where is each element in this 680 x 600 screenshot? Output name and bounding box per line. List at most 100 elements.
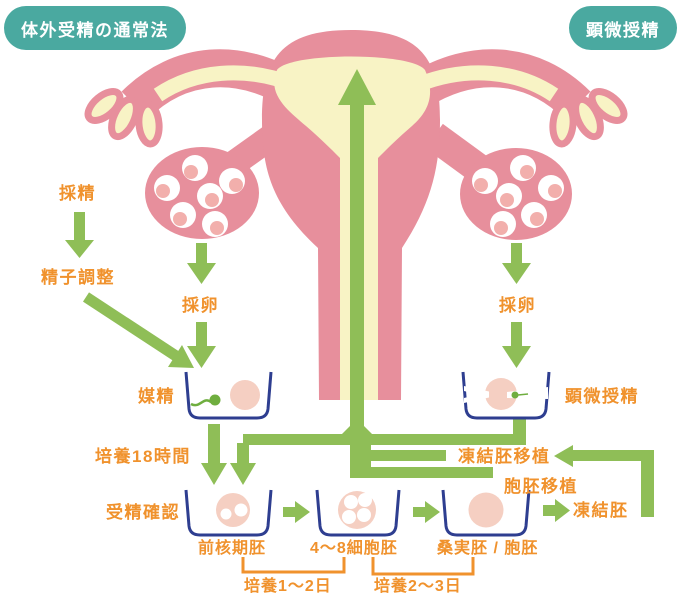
arrow-shaft xyxy=(543,505,555,516)
egg-nucleus xyxy=(205,193,219,207)
egg-nucleus xyxy=(210,221,224,235)
dish2-to-dish3-arrow xyxy=(413,501,440,523)
arrow-shaft xyxy=(641,450,654,517)
morula-embryo-icon xyxy=(468,492,504,528)
fimbria-petal xyxy=(135,100,163,148)
insemination-dish-icon xyxy=(184,371,273,420)
arrow-shaft xyxy=(208,424,220,464)
blastocyst-transfer-label: 胞胚移植 xyxy=(504,477,578,496)
pronucleus xyxy=(234,503,248,517)
egg-nucleus xyxy=(184,165,198,179)
icsi-label: 顕微授精 xyxy=(565,387,639,406)
sperm-tail xyxy=(190,399,212,407)
arrow-head-right xyxy=(295,501,310,523)
blastocyst-transfer-line xyxy=(356,467,493,478)
sperm-head xyxy=(209,394,221,406)
arrow-head-left xyxy=(554,445,573,467)
arrow-head-diagonal xyxy=(168,345,194,368)
cell-stage-embryo-icon xyxy=(338,491,376,529)
egg-cell-icon xyxy=(485,378,517,410)
egg-cell-icon xyxy=(230,380,260,410)
fertilization-check-label: 受精確認 xyxy=(106,503,180,522)
icsi-badge: 顕微授精 xyxy=(569,6,677,50)
right-egg-retrieval-arrow xyxy=(502,243,531,368)
sperm-in-needle xyxy=(511,391,519,399)
arrow-head-down xyxy=(201,463,227,485)
ovary-eggs xyxy=(154,155,245,237)
culture-18h-label: 培養18時間 xyxy=(95,447,191,466)
frozen-embryo-transfer-line xyxy=(353,445,654,517)
egg-nucleus xyxy=(548,184,562,198)
left-egg-retrieval-arrow xyxy=(187,243,216,368)
petri-dishes xyxy=(184,371,551,537)
cell-stage-dish-icon xyxy=(315,489,401,537)
arrow-shaft xyxy=(196,322,207,347)
arrow-head-down xyxy=(65,240,94,258)
arrow-head-down xyxy=(502,263,531,284)
frozen-embryo-transfer-label: 凍結胚移植 xyxy=(458,447,551,466)
egg-nucleus xyxy=(494,221,508,235)
arrow-head-down xyxy=(187,263,216,284)
arrow-head-right xyxy=(555,499,570,522)
pronuclear-embryo-icon xyxy=(216,493,250,527)
fimbria-petal xyxy=(549,100,577,148)
cell-stage-embryo-label: 4〜8細胞胚 xyxy=(310,540,398,557)
arrow-shaft xyxy=(196,243,207,264)
culture-2-3-bracket xyxy=(371,557,475,576)
fimbria-petal xyxy=(84,88,124,124)
arrow-head-right xyxy=(425,501,440,523)
arrow-head-down xyxy=(230,463,256,485)
egg-nucleus xyxy=(156,184,170,198)
egg-nucleus xyxy=(530,212,544,226)
culture-1-2-days-label: 培養1〜2日 xyxy=(244,578,332,595)
blastomere xyxy=(358,493,372,507)
culture-1-2-bracket xyxy=(241,557,346,574)
sperm-preparation-label: 精子調整 xyxy=(41,268,115,287)
flow-arrows xyxy=(65,69,654,523)
arrow-shaft xyxy=(283,507,295,517)
dish1-to-dish2-arrow xyxy=(283,501,310,523)
left-ovary-icon xyxy=(145,147,259,239)
blastomere xyxy=(342,510,356,524)
right-ovary-icon xyxy=(460,148,572,240)
arrow-head-down xyxy=(502,346,531,368)
fimbria-petal xyxy=(572,95,604,141)
sperm-collection-label: 採精 xyxy=(59,184,96,203)
left-fimbriae-icon xyxy=(84,88,163,148)
icsi-to-check-arrow xyxy=(230,418,526,485)
pronucleus xyxy=(220,508,232,520)
frozen-embryo-label: 凍結胚 xyxy=(573,501,629,520)
sperm-collection-arrow xyxy=(65,212,94,258)
sperm-tail xyxy=(517,393,529,396)
sperm-preparation-arrow xyxy=(82,292,194,368)
arrow-shaft xyxy=(511,322,522,347)
dish3-to-frozen-arrow xyxy=(543,499,570,522)
conventional-ivf-badge: 体外受精の通常法 xyxy=(4,6,186,50)
egg-retrieval-label-right: 採卵 xyxy=(499,296,536,315)
insemination-label: 媒精 xyxy=(138,387,175,406)
morula-blastocyst-label: 桑実胚 / 胞胚 xyxy=(437,540,539,557)
egg-nucleus xyxy=(520,165,534,179)
arrow-shaft xyxy=(413,507,425,517)
culture-brackets xyxy=(241,557,475,576)
arrow-shaft xyxy=(243,434,526,445)
egg-retrieval-label-left: 採卵 xyxy=(182,296,219,315)
holding-pipette-icon xyxy=(464,386,489,403)
egg-nucleus xyxy=(500,193,514,207)
arrow-shaft xyxy=(350,98,364,478)
egg-nucleus xyxy=(474,178,488,192)
pronuclear-embryo-label: 前核期胚 xyxy=(198,540,267,557)
pronuclear-dish-icon xyxy=(184,489,273,537)
blastomere xyxy=(344,495,358,509)
right-fimbriae-icon xyxy=(549,88,628,148)
arrow-head-up xyxy=(338,69,376,105)
sperm-cell-icon xyxy=(190,394,221,407)
arrow-shaft xyxy=(571,450,648,461)
fimbria-petal xyxy=(108,95,140,141)
egg-nucleus xyxy=(173,212,187,226)
arrow-shaft xyxy=(237,443,249,465)
arrow-shaft xyxy=(82,292,180,361)
arrow-shaft xyxy=(74,212,85,240)
